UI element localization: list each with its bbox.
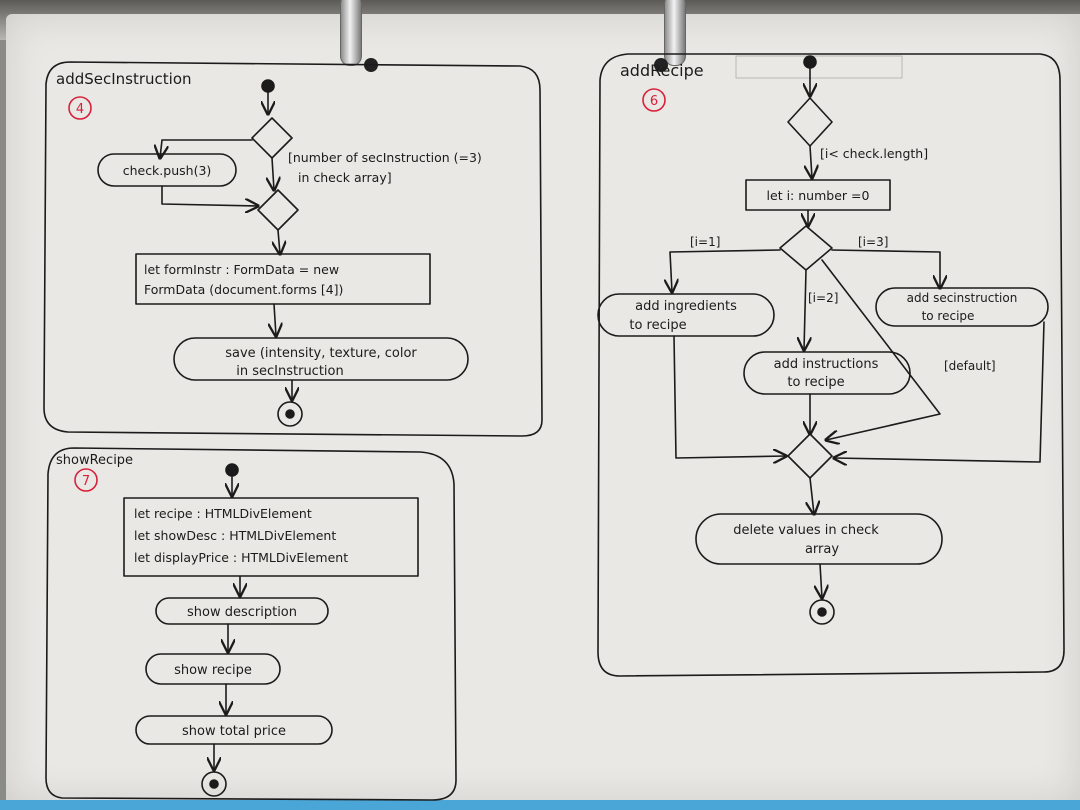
- label-let-i: let i: number =0: [767, 188, 870, 203]
- number-circle-4: [68, 96, 92, 120]
- binder-ring-left: [340, 0, 362, 66]
- decision-4a: [251, 117, 293, 159]
- start-node-4: [261, 79, 275, 93]
- flow-6d: [810, 477, 814, 514]
- action-delete-values: [695, 513, 943, 565]
- number-circle-7: [74, 468, 98, 492]
- merge-node-6: [787, 433, 833, 479]
- start-node-7: [225, 463, 239, 477]
- panel-show-recipe: [45, 447, 457, 801]
- binder-ring-right: [664, 0, 686, 66]
- flow-6-merge-3: [834, 321, 1045, 462]
- label-delete-line2: array: [805, 542, 839, 557]
- flow-6-branch-3: [831, 249, 940, 288]
- number-7: 7: [82, 474, 90, 489]
- action-add-ingredients: [597, 293, 775, 337]
- flow-4c: [278, 229, 280, 254]
- action-add-secinstruction: [875, 287, 1049, 327]
- guard-loop: [i< check.length]: [820, 146, 928, 161]
- smudged-box: [735, 55, 903, 79]
- flow-4-loop-left: [160, 139, 253, 158]
- notebook-page: [6, 14, 1080, 802]
- number-6: 6: [650, 94, 658, 109]
- label-form-data-line2: FormData (document.forms [4]): [144, 282, 343, 297]
- title-add-recipe: addRecipe: [620, 61, 704, 80]
- action-form-data: [135, 253, 431, 305]
- flow-4b: [272, 157, 274, 190]
- end-node-7: [201, 771, 227, 797]
- guard-number-line2: in check array]: [298, 170, 392, 185]
- flow-4-loop-back: [161, 185, 258, 206]
- end-node-6: [809, 599, 835, 625]
- label-save-line1: save (intensity, texture, color: [225, 346, 417, 361]
- action-show-description: [155, 597, 329, 625]
- action-declarations: [123, 497, 419, 577]
- guard-number-line1: [number of secInstruction (=3): [288, 150, 482, 165]
- label-save-line2: in secInstruction: [236, 364, 343, 379]
- decision-4b: [257, 189, 299, 231]
- label-form-data-line1: let formInstr : FormData = new: [144, 262, 339, 277]
- decision-6a: [787, 97, 833, 147]
- label-add-ingredients-line2: to recipe: [629, 318, 686, 333]
- action-save: [173, 337, 469, 381]
- label-add-instructions-line2: to recipe: [787, 375, 844, 390]
- flow-6b: [810, 145, 812, 178]
- label-add-secinstruction-line2: to recipe: [922, 309, 975, 323]
- label-add-ingredients-line1: add ingredients: [635, 299, 737, 314]
- number-4: 4: [76, 102, 84, 117]
- label-delete-line1: delete values in check: [733, 523, 879, 538]
- bottom-edge: [0, 800, 1080, 810]
- number-circle-6: [642, 88, 666, 112]
- flow-6-branch-2: [804, 269, 806, 350]
- label-add-secinstruction-line1: add secinstruction: [907, 291, 1018, 305]
- declaration-recipe: let recipe : HTMLDivElement: [134, 506, 312, 521]
- guard-i-2: [i=2]: [808, 291, 838, 305]
- start-node-6: [803, 55, 817, 69]
- end-node-4: [277, 401, 303, 427]
- guard-i-1: [i=1]: [690, 235, 720, 249]
- flow-6-branch-default: [821, 259, 941, 440]
- label-show-description: show description: [187, 605, 297, 620]
- label-check-push: check.push(3): [123, 163, 212, 178]
- panel-add-recipe: [597, 53, 1065, 677]
- guard-default: [default]: [944, 359, 996, 373]
- label-add-instructions-line1: add instructions: [774, 357, 879, 372]
- flow-6-merge-1: [673, 335, 786, 458]
- action-show-recipe: [145, 653, 281, 685]
- punch-hole-right: [654, 58, 668, 72]
- action-show-total-price: [135, 715, 333, 745]
- panel-add-sec-instruction: [43, 61, 543, 437]
- flow-6e: [820, 563, 822, 598]
- declaration-display-price: let displayPrice : HTMLDivElement: [134, 550, 348, 565]
- guard-i-3: [i=3]: [858, 235, 888, 249]
- action-add-instructions: [743, 351, 911, 395]
- label-show-recipe: show recipe: [174, 663, 252, 678]
- label-show-total-price: show total price: [182, 724, 286, 739]
- title-add-sec-instruction: addSecInstruction: [56, 70, 192, 88]
- title-show-recipe: showRecipe: [56, 453, 133, 468]
- flow-4d: [274, 303, 276, 336]
- action-check-push: [97, 153, 237, 187]
- declaration-show-desc: let showDesc : HTMLDivElement: [134, 528, 336, 543]
- flow-6-branch-1: [670, 249, 781, 292]
- action-let-i: [745, 179, 891, 211]
